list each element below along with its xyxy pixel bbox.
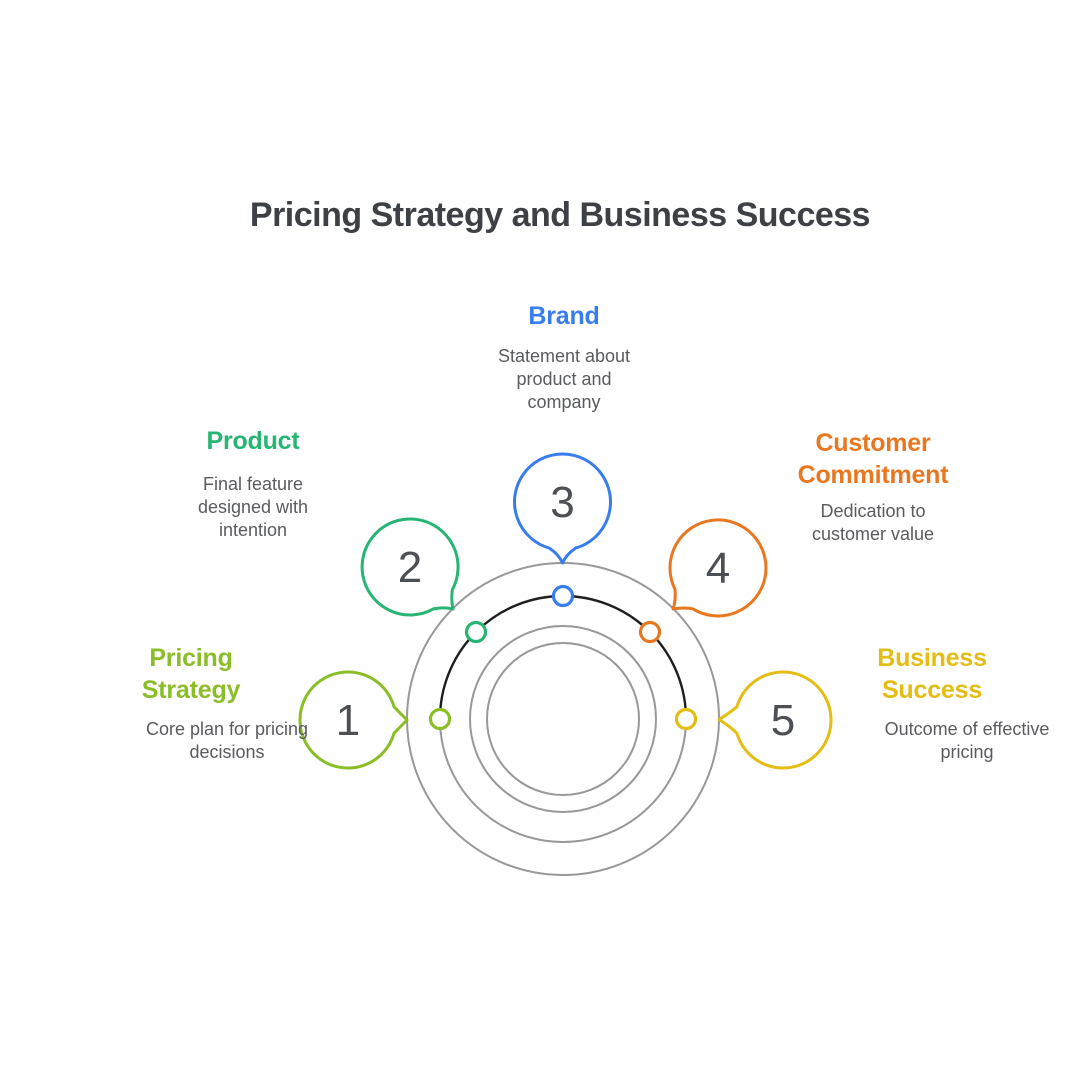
label-business-success: Business Success Outcome of effective pr… <box>867 642 1049 764</box>
label-customer-commitment-title: Customer Commitment <box>797 429 949 489</box>
node-step-1 <box>428 707 452 731</box>
bubble-step-4 <box>668 518 768 618</box>
label-business-success-title: Business Success <box>877 644 987 704</box>
label-product: Product Final feature designed with inte… <box>168 425 338 542</box>
step-number-2: 2 <box>398 543 422 592</box>
node-step-5 <box>674 707 698 731</box>
label-pricing-strategy: Pricing Strategy Core plan for pricing d… <box>131 642 308 764</box>
bubble-step-1 <box>298 670 409 770</box>
step-number-1: 1 <box>336 696 360 745</box>
label-brand: Brand Statement about product and compan… <box>479 300 649 414</box>
label-customer-commitment: Customer Commitment Dedication to custom… <box>788 427 958 546</box>
node-step-3 <box>551 584 575 608</box>
node-step-4 <box>638 620 662 644</box>
bubble-step-2 <box>360 517 460 617</box>
ring-inner-2 <box>486 642 640 796</box>
progress-arc <box>438 594 688 720</box>
step-numbers: 1 2 3 4 5 <box>336 478 795 745</box>
bubble-step-5 <box>717 670 833 770</box>
page-title: Pricing Strategy and Business Success <box>249 196 871 234</box>
label-pricing-strategy-title: Pricing Strategy <box>141 644 241 704</box>
step-nodes <box>428 584 698 731</box>
label-product-desc: Final feature designed with intention <box>197 474 309 540</box>
step-number-5: 5 <box>771 696 795 745</box>
label-business-success-desc: Outcome of effective pricing <box>884 719 1050 762</box>
label-customer-commitment-desc: Dedication to customer value <box>811 501 935 544</box>
label-brand-desc: Statement about product and company <box>497 346 631 412</box>
step-number-3: 3 <box>550 478 574 527</box>
step-bubbles <box>298 452 833 770</box>
bubble-step-3 <box>513 452 612 565</box>
step-number-4: 4 <box>706 544 730 593</box>
node-step-2 <box>464 620 488 644</box>
label-product-title: Product <box>206 427 300 455</box>
ring-inner-1 <box>469 625 657 813</box>
label-brand-title: Brand <box>528 302 600 330</box>
label-pricing-strategy-desc: Core plan for pricing decisions <box>145 719 309 762</box>
